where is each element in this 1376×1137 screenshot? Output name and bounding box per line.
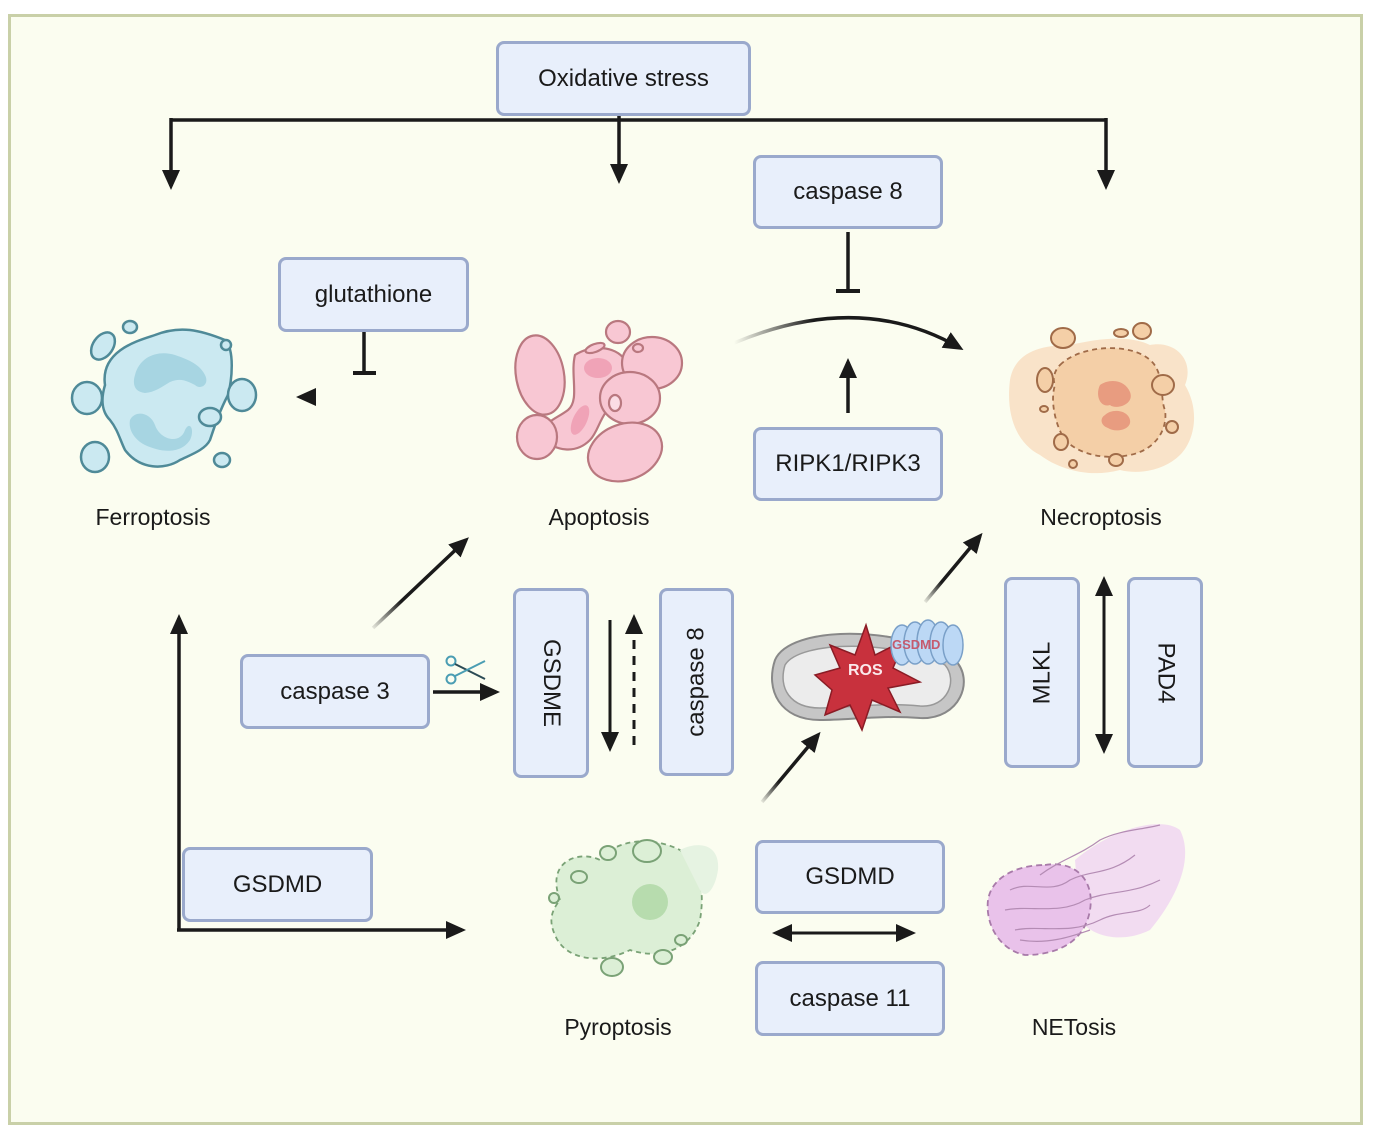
- caspase8-mid-node: caspase 8: [659, 588, 734, 776]
- caspase8-mid-label: caspase 8: [682, 627, 710, 737]
- ferroptosis-label: Ferroptosis: [95, 504, 211, 530]
- arrow-caspase3-to-apoptosis: [371, 537, 469, 630]
- necroptosis-cell-icon: [1009, 322, 1195, 474]
- ripk-label: RIPK1/RIPK3: [775, 450, 921, 477]
- caspase11-node: caspase 11: [755, 961, 945, 1036]
- glutathione-node: glutathione: [278, 257, 469, 332]
- gsdme-node: GSDME: [513, 588, 589, 778]
- pad4-label: PAD4: [1151, 642, 1179, 703]
- caspase3-label: caspase 3: [280, 677, 390, 705]
- ferroptosis-cell-icon: [70, 319, 258, 474]
- glutathione-label: glutathione: [314, 280, 433, 308]
- pad4-node: PAD4: [1127, 577, 1203, 768]
- scissors-icon: [445, 655, 486, 685]
- caspase8-top-label: caspase 8: [793, 178, 903, 205]
- gsdmd-pore-icon: [890, 619, 964, 666]
- ripk-node: RIPK1/RIPK3: [753, 427, 943, 501]
- ros-label: ROS: [848, 662, 883, 679]
- necroptosis-label: Necroptosis: [1040, 504, 1162, 530]
- mlkl-node: MLKL: [1004, 577, 1080, 768]
- arrow-pyroptosis-to-mito: [760, 731, 821, 804]
- gsdmd-left-node: GSDMD: [182, 847, 373, 922]
- gsdme-label: GSDME: [538, 638, 566, 728]
- apoptosis-cell-icon: [514, 319, 684, 483]
- caspase11-label: caspase 11: [789, 984, 911, 1012]
- gsdmd-left-label: GSDMD: [232, 870, 323, 898]
- mitochondrion-icon: [771, 619, 965, 732]
- gsdmd-pore-label: GSDMD: [892, 637, 941, 652]
- arrow-mito-to-necroptosis: [923, 532, 983, 604]
- caspase8-top-node: caspase 8: [753, 155, 943, 229]
- oxidative-stress-label: Oxidative stress: [538, 64, 709, 92]
- arrow-apoptosis-to-necroptosis: [733, 316, 964, 351]
- gsdmd-bottom-label: GSDMD: [805, 863, 895, 890]
- netosis-cell-icon: [986, 824, 1186, 956]
- pyroptosis-label: Pyroptosis: [564, 1014, 672, 1040]
- oxidative-stress-branches: [162, 114, 1115, 190]
- apoptosis-label: Apoptosis: [548, 504, 650, 530]
- caspase8-inhibition: [836, 232, 860, 293]
- glutathione-inhibition: [353, 332, 376, 375]
- gsdmd-bottom-node: GSDMD: [755, 840, 945, 914]
- mlkl-label: MLKL: [1027, 641, 1055, 704]
- caspase3-node: caspase 3: [240, 654, 430, 729]
- pyroptosis-cell-icon: [548, 839, 719, 977]
- oxidative-stress-node: Oxidative stress: [496, 41, 751, 116]
- gsdmd-branches: [170, 614, 466, 939]
- netosis-label: NETosis: [1031, 1014, 1117, 1040]
